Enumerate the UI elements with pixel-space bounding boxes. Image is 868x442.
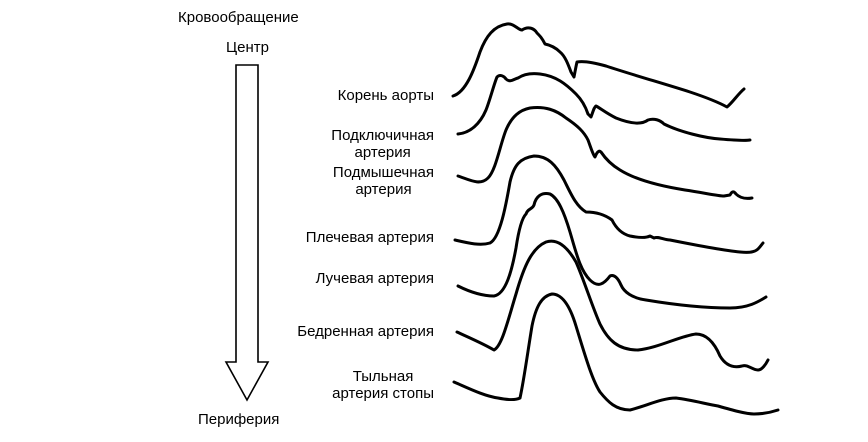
label-line: Плечевая артерия	[305, 229, 434, 246]
waveform-aortic-root	[451, 22, 746, 109]
label-line: артерия	[355, 181, 412, 198]
label-subclavian-artery: Подключичная артерия	[331, 127, 434, 161]
waveform-subclavian-artery	[456, 72, 752, 142]
waveform-radial-artery	[456, 192, 768, 310]
label-line: Подключичная	[331, 127, 434, 144]
periphery-label: Периферия	[198, 411, 280, 428]
label-brachial-artery: Плечевая артерия	[306, 229, 434, 246]
waveform-brachial-artery	[453, 154, 765, 254]
label-line: Тыльная	[352, 368, 414, 385]
waveform-axillary-artery	[456, 106, 754, 200]
label-axillary-artery: Подмышечная артерия	[333, 164, 434, 198]
label-dorsalis-pedis-artery: Тыльная артерия стопы	[332, 368, 434, 402]
center-to-periphery-arrow	[224, 64, 270, 402]
label-aortic-root: Корень аорты	[338, 87, 434, 104]
label-line: Подмышечная	[332, 164, 434, 181]
label-line: артерия стопы	[332, 385, 434, 402]
label-femoral-artery: Бедренная артерия	[297, 323, 434, 340]
label-line: артерия	[354, 144, 411, 161]
center-label: Центр	[226, 39, 269, 56]
diagram-title: Кровообращение	[178, 9, 299, 26]
label-radial-artery: Лучевая артерия	[316, 270, 434, 287]
label-line: Бедренная артерия	[297, 323, 434, 340]
waveform-femoral-artery	[455, 239, 770, 372]
label-line: Лучевая артерия	[315, 270, 434, 287]
waveform-dorsalis-pedis-artery	[452, 292, 780, 416]
label-line: Корень аорты	[337, 87, 434, 104]
